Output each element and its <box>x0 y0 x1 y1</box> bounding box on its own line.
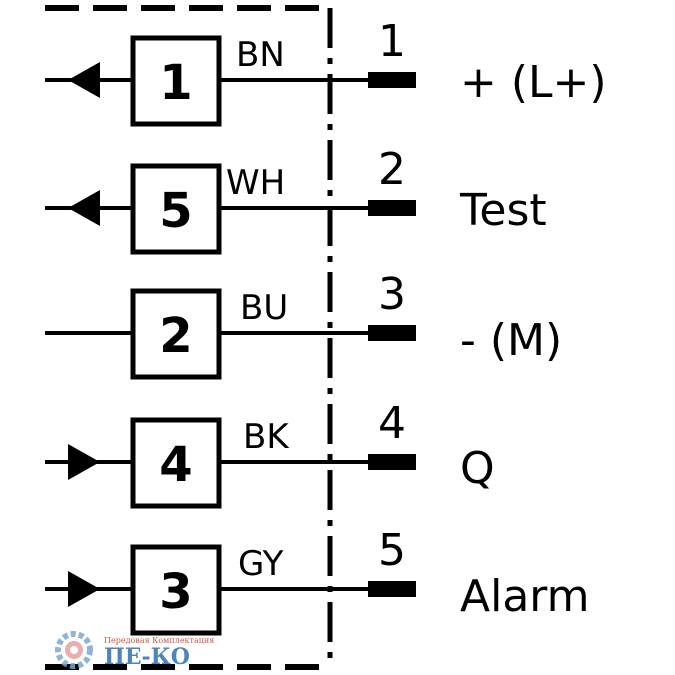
wire-color-label: BK <box>243 417 290 457</box>
connection-row: 4 BK 4 Q <box>45 398 495 509</box>
arrow-left-icon <box>68 190 100 226</box>
wire-color-label: BN <box>236 35 285 75</box>
pin-number: 3 <box>159 564 192 620</box>
gear-icon <box>55 631 93 669</box>
watermark-brand: ПЕ-КО <box>104 644 190 670</box>
connection-row: 2 BU 3 - (M) <box>45 269 562 380</box>
housing-outline <box>45 5 333 670</box>
pin-number: 4 <box>159 437 192 493</box>
function-label: Test <box>459 185 547 236</box>
function-label: Q <box>460 443 495 494</box>
connection-row: 5 WH 2 Test <box>45 144 547 255</box>
function-label: - (M) <box>460 315 562 366</box>
pin-number: 5 <box>159 183 192 239</box>
arrow-right-icon <box>68 444 100 480</box>
connection-row: 3 GY 5 Alarm <box>45 525 589 636</box>
terminal-number: 2 <box>378 144 406 195</box>
arrow-right-icon <box>68 571 100 607</box>
pin-number: 1 <box>159 55 192 111</box>
terminal-bar <box>368 200 416 216</box>
terminal-number: 5 <box>378 525 406 576</box>
terminal-bar <box>368 72 416 88</box>
wire-color-label: WH <box>226 163 285 203</box>
pin-box <box>130 417 222 509</box>
terminal-bar <box>368 454 416 470</box>
pin-box <box>130 35 222 127</box>
watermark-tagline: Передовая Комплектация <box>104 636 214 645</box>
function-label: Alarm <box>460 571 589 622</box>
terminal-number: 1 <box>378 16 406 67</box>
wire-color-label: GY <box>238 544 284 584</box>
terminal-number: 4 <box>378 398 406 449</box>
watermark: Передовая Комплектация ПЕ-КО <box>55 631 214 670</box>
arrow-left-icon <box>68 62 100 98</box>
terminal-bar <box>368 581 416 597</box>
terminal-bar <box>368 325 416 341</box>
wire-color-label: BU <box>240 288 288 328</box>
pin-number: 2 <box>159 308 192 364</box>
connection-row: 1 BN 1 + (L+) <box>45 16 607 127</box>
terminal-number: 3 <box>378 269 406 320</box>
function-label: + (L+) <box>460 57 607 108</box>
